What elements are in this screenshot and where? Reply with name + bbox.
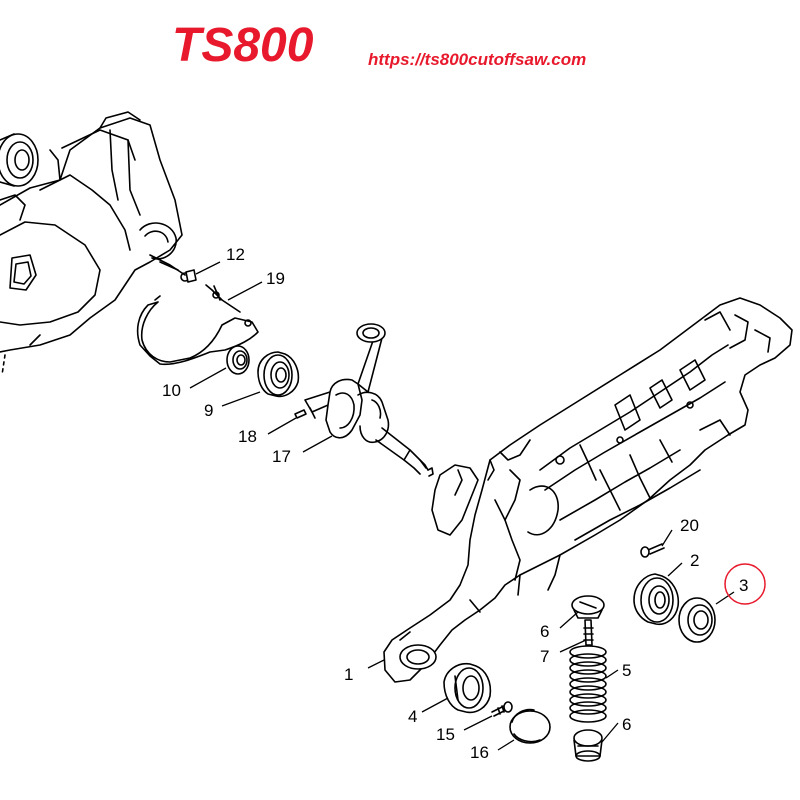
leader-lines [189,261,735,751]
part-19-gasket [136,284,259,366]
callout-20: 20 [680,516,699,535]
highlight-circle [724,563,766,605]
callout-4: 4 [408,707,417,726]
callout-9: 9 [204,401,213,420]
part-5-spring [569,645,607,723]
callout-15: 15 [436,725,455,744]
callout-17: 17 [272,447,291,466]
callout-7: 7 [540,647,549,666]
callout-10: 10 [162,381,181,400]
callout-2: 2 [690,551,699,570]
callout-19: 19 [266,269,285,288]
part-4-bushing [443,662,492,714]
callout-18: 18 [238,427,257,446]
callout-6-upper: 6 [540,622,549,641]
part-9-bearing [257,351,300,398]
callout-5: 5 [622,661,631,680]
part-10-seal [226,345,250,375]
part-6-lower-plug [573,729,603,762]
part-3-seal [678,597,716,643]
callout-16: 16 [470,743,489,762]
part-16-cap [509,708,551,744]
part-17-crankshaft [304,323,434,477]
callout-1: 1 [344,665,353,684]
part-15-screw [491,701,513,717]
part-7-pin [583,619,594,646]
part-20-screw [640,543,665,558]
part-18-key [294,409,307,419]
callout-6-lower: 6 [622,715,631,734]
callout-3[interactable]: 3 [739,576,748,595]
part-2-bearing [633,573,680,626]
part-12-pin [185,269,197,283]
website-link[interactable]: https://ts800cutoffsaw.com [368,50,587,69]
part-1-crankcase [383,297,793,683]
crankcase-half-left [0,111,190,376]
callout-labels: 12 19 10 9 18 17 20 2 3 6 7 5 6 1 4 15 1… [162,245,748,762]
part-6-upper-plug [571,595,605,619]
callout-12: 12 [226,245,245,264]
bearing-top-left [0,133,39,187]
model-title: TS800 [172,19,314,72]
